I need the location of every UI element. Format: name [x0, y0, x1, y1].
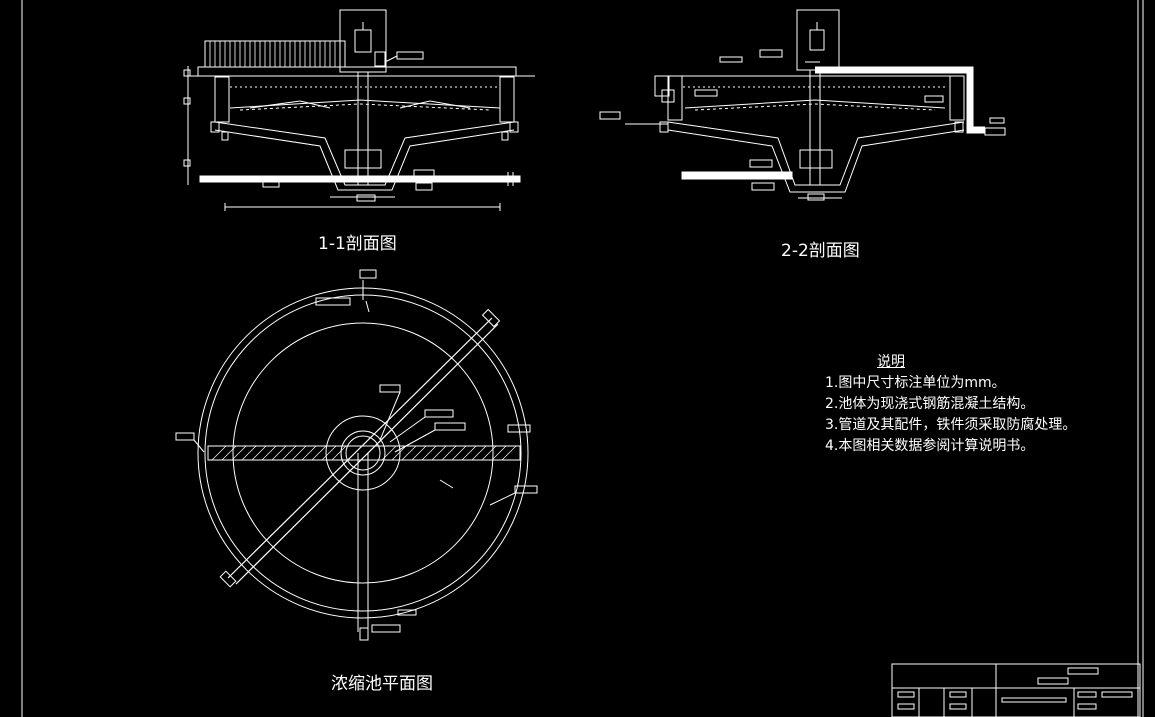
notes-block: 说明 1.图中尺寸标注单位为mm。 2.池体为现浇式钢筋混凝土结构。 3.管道及… — [825, 352, 1076, 457]
note-item: 2.池体为现浇式钢筋混凝土结构。 — [825, 396, 1035, 412]
notes-heading: 说明 — [877, 354, 905, 370]
plan-drawing — [175, 269, 538, 641]
title-block — [891, 663, 1141, 717]
section-1-1-drawing — [183, 9, 535, 211]
section-1-1-title: 1-1剖面图 — [318, 234, 397, 254]
section-2-2-drawing — [599, 9, 1006, 201]
plan-title: 浓缩池平面图 — [331, 674, 433, 694]
note-item: 3.管道及其配件，铁件须采取防腐处理。 — [825, 417, 1077, 433]
section-2-2-title: 2-2剖面图 — [781, 241, 860, 261]
note-item: 1.图中尺寸标注单位为mm。 — [825, 375, 1006, 391]
note-item: 4.本图相关数据参阅计算说明书。 — [825, 438, 1035, 454]
drawing-frame — [21, 0, 1144, 717]
